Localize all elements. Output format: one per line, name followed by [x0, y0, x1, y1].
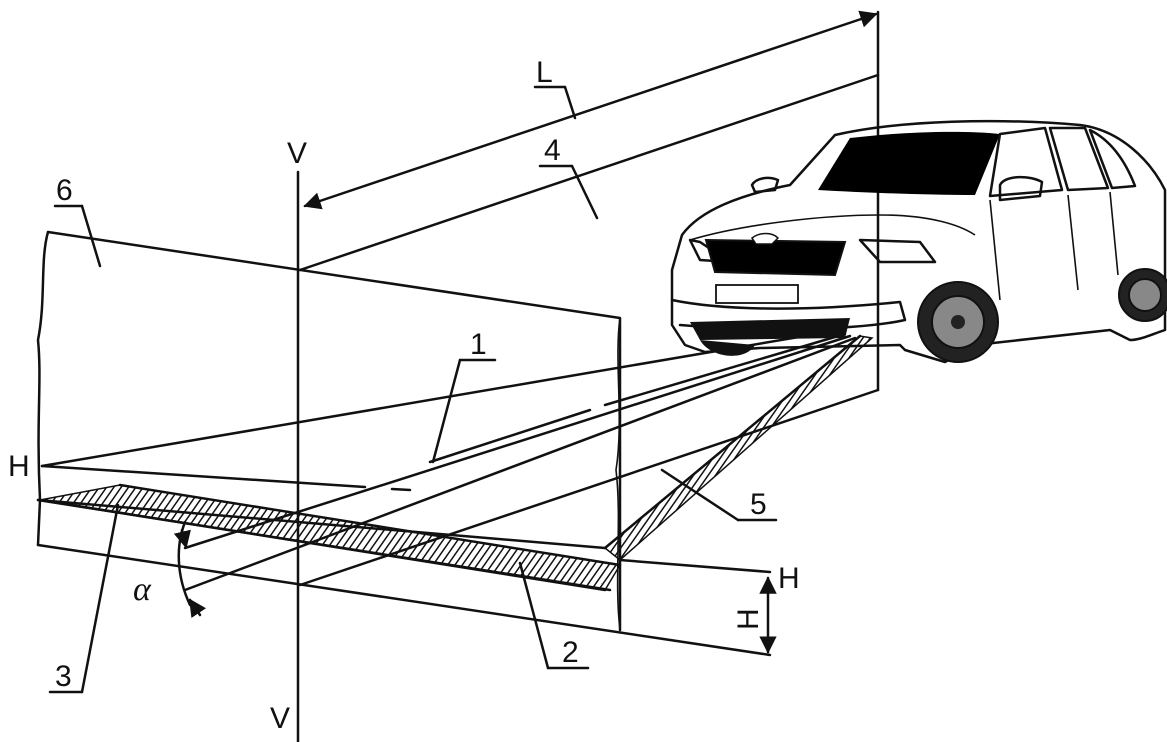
- label-4: 4: [544, 134, 561, 167]
- light-spot-hatched: [38, 483, 622, 592]
- leader-5: 5: [660, 468, 778, 522]
- label-1: 1: [470, 328, 487, 361]
- label-alpha: α: [133, 571, 152, 608]
- label-3: 3: [55, 660, 72, 693]
- label-H-right: H: [778, 562, 800, 595]
- label-V-bottom: V: [270, 702, 290, 735]
- beam-strip-hatched: [603, 335, 874, 561]
- dimension-L: L: [303, 10, 878, 210]
- label-5: 5: [750, 488, 767, 521]
- label-V-top: V: [287, 137, 307, 170]
- label-H-left: H: [8, 450, 30, 483]
- label-2: 2: [562, 636, 579, 669]
- leader-2: 2: [518, 561, 590, 670]
- label-H-height: H: [732, 608, 765, 630]
- vertical-axis-V: V V: [270, 137, 307, 742]
- leader-4: 4: [538, 134, 599, 220]
- label-6: 6: [56, 174, 73, 207]
- dimension-height-H: H: [732, 576, 777, 654]
- leader-3: 3: [48, 503, 120, 694]
- label-L: L: [536, 56, 553, 89]
- leader-1: 1: [431, 328, 497, 464]
- angle-alpha: α: [133, 520, 207, 618]
- leader-6: 6: [53, 174, 102, 268]
- car-illustration: [670, 119, 1167, 364]
